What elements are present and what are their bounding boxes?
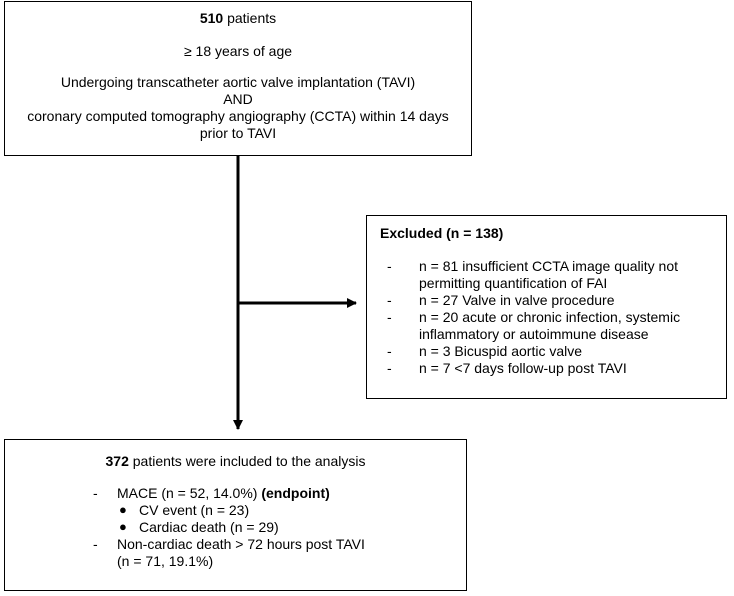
exclusion-item-text: n = 27 Valve in valve procedure — [419, 292, 615, 308]
exclusion-list: - n = 81 insufficient CCTA image quality … — [367, 258, 718, 377]
enrollment-count: 510 — [199, 10, 224, 26]
enrollment-box: 510 patients ≥ 18 years of age Undergoin… — [4, 1, 472, 156]
exclusion-item: - n = 27 Valve in valve procedure — [367, 292, 718, 309]
exclusion-box: Excluded (n = 138) - n = 81 insufficient … — [366, 215, 727, 399]
outcome-list: - MACE (n = 52, 14.0%) (endpoint) ● CV eve… — [5, 485, 458, 570]
criteria-line-3: coronary computed tomography angiography… — [27, 108, 449, 141]
analysis-count: 372 — [105, 453, 129, 469]
exclusion-item-text: n = 7 <7 days follow-up post TAVI — [419, 360, 627, 376]
exclusion-item-text: n = 3 Bicuspid aortic valve — [419, 343, 583, 359]
analysis-count-suffix: patients were included to the analysis — [128, 453, 366, 469]
mace-row: - MACE (n = 52, 14.0%) (endpoint) — [5, 485, 458, 502]
noncardiac-line-1: Non-cardiac death > 72 hours post TAVI — [117, 536, 365, 552]
enrollment-count-suffix: patients — [223, 10, 277, 26]
bullet-icon: ● — [119, 502, 127, 517]
exclusion-item: - n = 20 acute or chronic infection, syst… — [367, 309, 718, 343]
exclusion-item: - n = 81 insufficient CCTA image quality … — [367, 258, 718, 292]
cardiac-death-row: ● Cardiac death (n = 29) — [5, 519, 458, 536]
exclusion-item: - n = 3 Bicuspid aortic valve — [367, 343, 718, 360]
noncardiac-line-2: (n = 71, 19.1%) — [117, 553, 214, 569]
analysis-title: 372 patients were included to the analys… — [5, 453, 466, 470]
dash-marker: - — [387, 292, 392, 308]
age-criterion: ≥ 18 years of age — [183, 43, 293, 59]
exclusion-title: Excluded (n = 138) — [380, 225, 504, 241]
dash-marker: - — [387, 258, 392, 274]
cv-event-row: ● CV event (n = 23) — [5, 502, 458, 519]
dash-marker: - — [93, 536, 98, 552]
mace-text: MACE (n = 52, 14.0%) — [117, 485, 262, 501]
dash-marker: - — [387, 343, 392, 359]
bullet-icon: ● — [119, 519, 127, 534]
enrollment-count-line: 510 patients — [5, 10, 471, 27]
exclusion-item-text: n = 20 acute or chronic infection, syste… — [419, 309, 681, 342]
exclusion-item-text: n = 81 insufficient CCTA image quality n… — [419, 258, 679, 291]
analysis-box: 372 patients were included to the analys… — [4, 439, 467, 591]
mace-endpoint-label: (endpoint) — [261, 485, 330, 501]
noncardiac-death-row: - Non-cardiac death > 72 hours post TAVI… — [5, 536, 458, 570]
criteria-line-1: Undergoing transcatheter aortic valve im… — [60, 74, 416, 90]
cv-event-text: CV event (n = 23) — [139, 502, 250, 518]
dash-marker: - — [387, 360, 392, 376]
dash-marker: - — [93, 485, 98, 501]
exclusion-item: - n = 7 <7 days follow-up post TAVI — [367, 360, 718, 377]
procedure-criteria: Undergoing transcatheter aortic valve im… — [15, 74, 461, 142]
dash-marker: - — [387, 309, 392, 325]
criteria-line-2: AND — [223, 91, 253, 107]
cardiac-death-text: Cardiac death (n = 29) — [139, 519, 279, 535]
